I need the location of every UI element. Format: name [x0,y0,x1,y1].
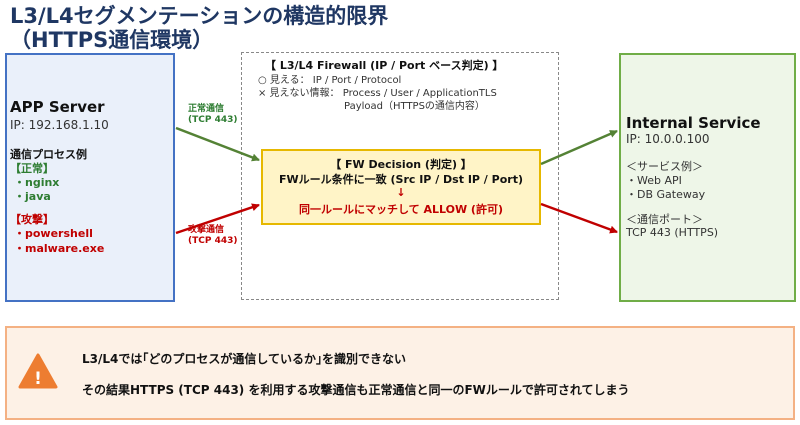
attack-flow-label: 攻撃通信 (TCP 443) [188,225,238,247]
normal-process-label: 【正常】 [10,162,54,175]
fw-decision-arrow: ↓ [396,186,406,199]
attack-process-item: ・powershell [14,227,93,240]
warning-line-2: その結果HTTPS (TCP 443) を利用する攻撃通信も正常通信と同一のFW… [82,383,630,397]
attack-flow-label-1: 攻撃通信 [188,225,225,235]
firewall-invisible-payload: Payload（HTTPSの通信内容） [344,101,485,112]
firewall-box [241,52,559,300]
firewall-invisible-info: × 見えない情報： Process / User / ApplicationTL… [258,88,497,99]
process-examples-label: 通信プロセス例 [10,148,87,161]
app-server-ip: IP: 192.168.1.10 [10,118,109,132]
normal-flow-label-2: (TCP 443) [188,115,238,125]
normal-flow-arrow-in [175,126,260,162]
attack-flow-label-2: (TCP 443) [188,236,238,246]
fw-decision-title: 【 FW Decision (判定) 】 [330,158,472,171]
attack-process-item: ・malware.exe [14,242,105,255]
attack-flow-arrow-out [540,202,618,234]
attack-flow-arrow-in [175,203,260,235]
normal-flow-label: 正常通信 (TCP 443) [188,104,238,126]
internal-service-box [619,53,796,302]
fw-decision-result: 同一ルールにマッチして ALLOW (許可) [298,203,503,216]
page-subtitle: （HTTPS通信環境） [10,28,214,52]
service-item: ・DB Gateway [626,188,706,201]
port-value: TCP 443 (HTTPS) [626,226,719,239]
fw-decision-box [261,149,541,225]
normal-process-item: ・java [14,190,51,203]
fw-decision-rule: FWルール条件に一致 (Src IP / Dst IP / Port) [279,173,523,186]
firewall-title: 【 L3/L4 Firewall (IP / Port ベース判定) 】 [265,59,504,72]
page-title: L3/L4セグメンテーションの構造的限界 [10,4,389,28]
internal-service-ip: IP: 10.0.0.100 [626,132,710,146]
service-item: ・Web API [626,174,682,187]
app-server-box [5,53,175,302]
normal-flow-arrow-out [540,129,618,166]
service-examples-label: ＜サービス例＞ [626,160,703,173]
normal-process-item: ・nginx [14,176,60,189]
app-server-name: APP Server [10,98,105,116]
internal-service-name: Internal Service [626,114,761,132]
attack-process-label: 【攻撃】 [10,213,54,226]
warning-line-1: L3/L4では｢どのプロセスが通信しているか｣を識別できない [82,352,407,366]
normal-flow-label-1: 正常通信 [188,104,225,114]
warning-box [5,326,795,420]
firewall-visible-info: ○ 見える： IP / Port / Protocol [258,75,402,86]
port-label: ＜通信ポート＞ [626,213,703,226]
